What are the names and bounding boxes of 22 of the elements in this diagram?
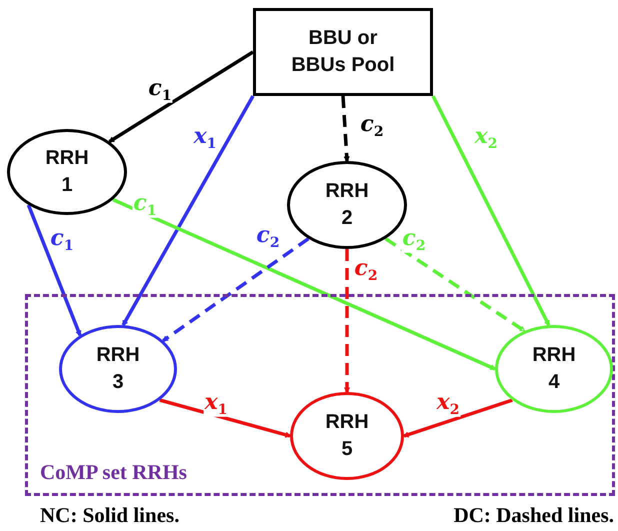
comp-set-region bbox=[25, 294, 615, 496]
node-label: RRH 5 bbox=[324, 410, 370, 462]
arrow bbox=[431, 95, 550, 326]
arrow bbox=[403, 398, 513, 438]
arrow bbox=[112, 198, 496, 371]
arrow bbox=[341, 96, 350, 162]
arrow bbox=[108, 50, 254, 144]
bbu-box bbox=[253, 8, 433, 96]
node-label: RRH 1 bbox=[44, 146, 90, 198]
arrow bbox=[159, 398, 291, 438]
region-label: CoMP set RRHs bbox=[40, 460, 187, 485]
arrow bbox=[122, 95, 255, 326]
legend-note: DC: Dashed lines. bbox=[454, 503, 614, 528]
node-label: BBU or BBUs Pool bbox=[290, 26, 396, 78]
node-label: RRH 4 bbox=[531, 343, 577, 395]
legend-note: NC: Solid lines. bbox=[40, 503, 180, 528]
arrow bbox=[26, 204, 82, 336]
node-label: RRH 2 bbox=[324, 179, 370, 231]
arrow bbox=[162, 237, 310, 342]
arrow bbox=[344, 249, 350, 393]
arrow bbox=[384, 237, 526, 332]
node-label: RRH 3 bbox=[95, 343, 141, 395]
